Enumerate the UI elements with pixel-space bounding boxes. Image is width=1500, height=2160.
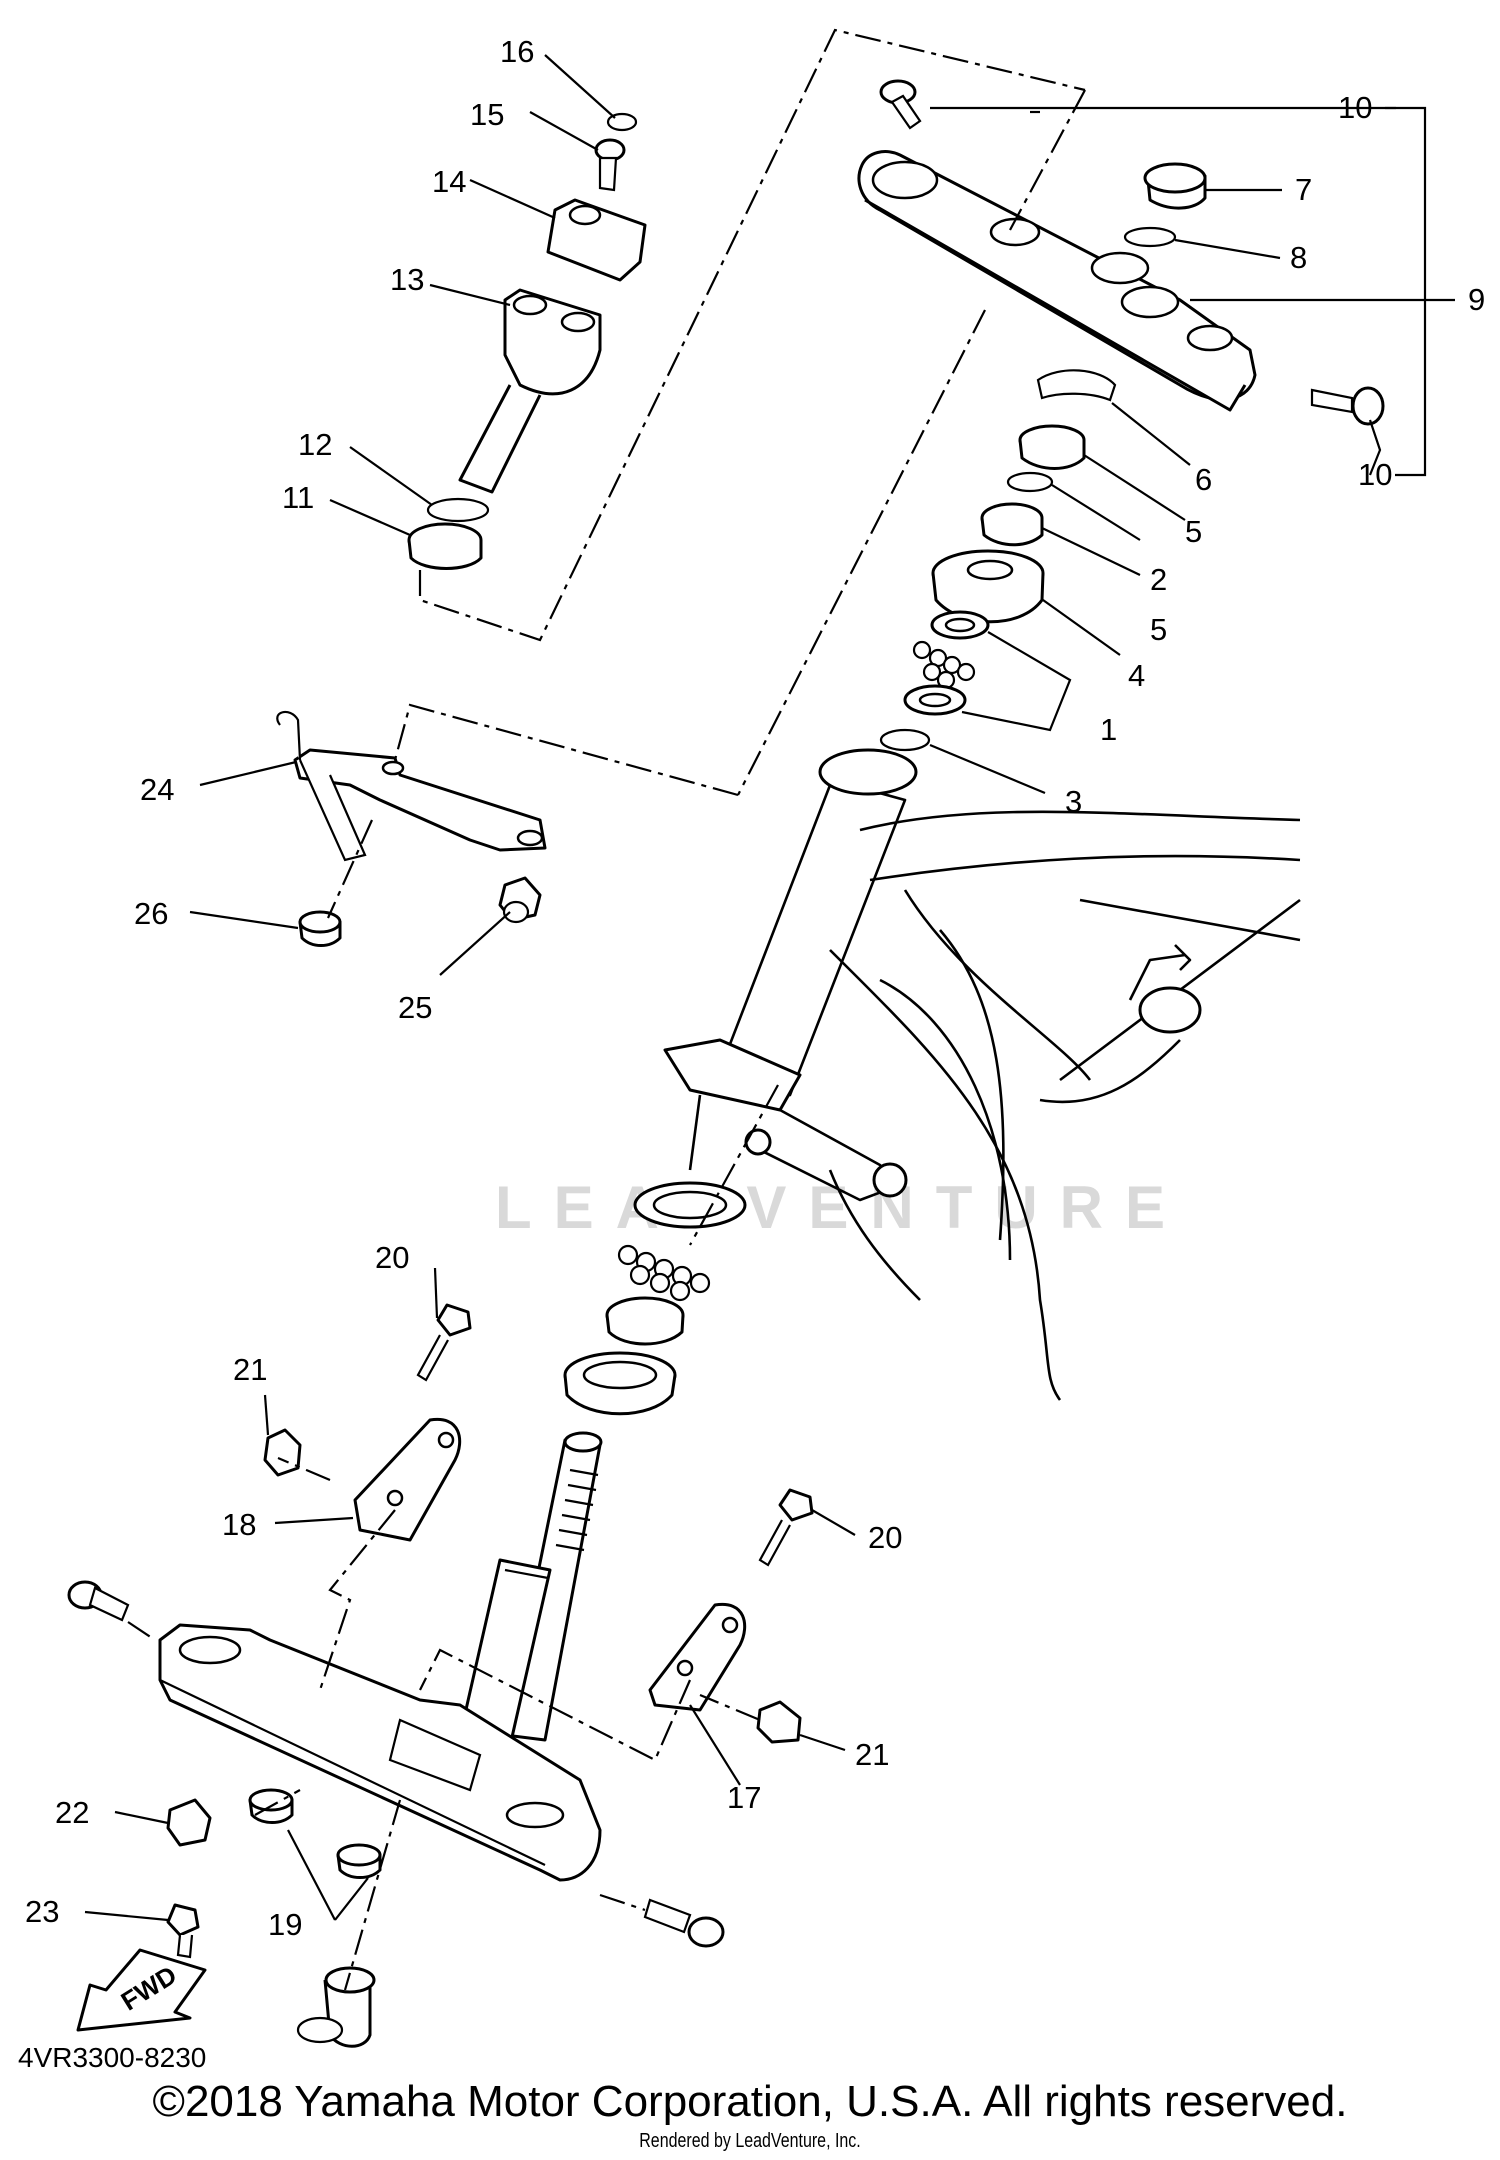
- callout-9: 9: [1468, 282, 1485, 317]
- phantom-line-7: [318, 1509, 396, 1691]
- phantom-line-10: [254, 1789, 301, 1816]
- under-bracket-bolt-left: [67, 1580, 130, 1622]
- callout-5-lower: 5: [1150, 612, 1167, 647]
- callout-14: 14: [432, 164, 466, 199]
- steel-balls-upper: [912, 640, 976, 690]
- lower-handlebar-holder: [458, 288, 602, 494]
- cable-guide-nut: [298, 910, 342, 947]
- phantom-line-1: [418, 28, 1086, 642]
- handlebar-damper: [407, 522, 483, 570]
- callout-18: 18: [222, 1507, 256, 1542]
- callout-22: 22: [55, 1795, 89, 1830]
- renderer-credit: Rendered by LeadVenture, Inc.: [639, 2130, 861, 2152]
- lock-washer: [1036, 369, 1117, 402]
- bracket-nut-a: [248, 1788, 294, 1824]
- callout-19: 19: [268, 1907, 302, 1942]
- handlebar-bolt: [594, 138, 626, 192]
- ring-nut-upper: [1018, 424, 1086, 470]
- steering-stem-washer: [1123, 226, 1177, 248]
- clamp-left: [263, 1428, 302, 1477]
- callout-6: 6: [1195, 462, 1212, 497]
- callout-10-side: 10: [1358, 457, 1392, 492]
- callout-16: 16: [500, 34, 534, 69]
- brake-hose-holder-right: [648, 1602, 747, 1712]
- phantom-line-11: [127, 1621, 156, 1641]
- cable-guide: [276, 710, 547, 862]
- callout-20-right: 20: [868, 1520, 902, 1555]
- callout-2: 2: [1150, 562, 1167, 597]
- callout-11: 11: [282, 480, 314, 515]
- callout-7: 7: [1295, 172, 1312, 207]
- handlebar-washer: [426, 497, 490, 523]
- upper-handlebar-holder: [546, 198, 647, 282]
- callout-1: 1: [1100, 712, 1117, 747]
- upper-bracket-bolt-top: [879, 79, 922, 130]
- wire-clip-bolt: [166, 1903, 200, 1959]
- stem-collar: [296, 1966, 376, 2048]
- clamp-right: [756, 1700, 802, 1744]
- phantom-line-14: [699, 1693, 761, 1722]
- lower-bearing-seal: [633, 1181, 747, 1229]
- callout-21-left: 21: [233, 1352, 267, 1387]
- callout-17: 17: [727, 1780, 761, 1815]
- rubber-washer: [1006, 471, 1054, 493]
- frame-head-pipe: [663, 748, 1301, 1401]
- callout-23: 23: [25, 1894, 59, 1929]
- watermark: LEADVENTURE: [495, 1174, 1187, 1241]
- callout-4: 4: [1128, 658, 1145, 693]
- ring-nut-lower: [980, 502, 1044, 547]
- cable-clip: [498, 876, 542, 924]
- ball-race-upper: [930, 610, 990, 640]
- phantom-line-3: [393, 703, 739, 797]
- callout-13: 13: [390, 262, 424, 297]
- steering-stem-nut: [1143, 162, 1207, 210]
- phantom-line-6: [689, 1084, 779, 1246]
- copyright-notice: ©2018 Yamaha Motor Corporation, U.S.A. A…: [152, 2077, 1348, 2126]
- callout-24: 24: [140, 772, 174, 807]
- upper-bracket: [857, 150, 1257, 412]
- callout-15: 15: [470, 97, 504, 132]
- holder-bolt-left: [416, 1303, 472, 1382]
- ball-race-cup: [879, 728, 931, 752]
- callout-21-right: 21: [855, 1737, 889, 1772]
- brake-hose-holder-left: [353, 1417, 462, 1542]
- bracket-nut-b: [336, 1843, 382, 1879]
- phantom-line-5: [326, 819, 374, 919]
- phantom-line-4: [737, 309, 986, 796]
- callout-10-top: 10: [1338, 90, 1372, 125]
- phantom-line-2: [1009, 89, 1086, 231]
- callout-5-upper: 5: [1185, 514, 1202, 549]
- phantom-line-13: [277, 1456, 331, 1482]
- phantom-line-9: [343, 1799, 402, 1991]
- phantom-line-8: [419, 1648, 692, 1762]
- bearing-cover: [931, 549, 1045, 624]
- lower-dust-seal: [563, 1351, 677, 1416]
- callout-20-left: 20: [375, 1240, 409, 1275]
- fwd-arrow-icon: FWD: [76, 1948, 207, 2032]
- lower-steel-balls: [617, 1244, 711, 1302]
- callout-25: 25: [398, 990, 432, 1025]
- under-bracket-bolt-right: [643, 1898, 725, 1948]
- callout-8: 8: [1290, 240, 1307, 275]
- under-bracket: [158, 1623, 602, 1882]
- callout-12: 12: [298, 427, 332, 462]
- lower-ball-race: [605, 1296, 685, 1346]
- callout-3: 3: [1065, 784, 1082, 819]
- holder-bolt-right: [758, 1488, 814, 1567]
- upper-bracket-bolt-side: [1310, 386, 1385, 426]
- phantom-line-12: [599, 1893, 646, 1912]
- diagram-code: 4VR3300-8230: [18, 2042, 207, 2073]
- ball-race-lower: [903, 684, 967, 716]
- callout-26: 26: [134, 896, 168, 931]
- wire-clip: [166, 1798, 212, 1847]
